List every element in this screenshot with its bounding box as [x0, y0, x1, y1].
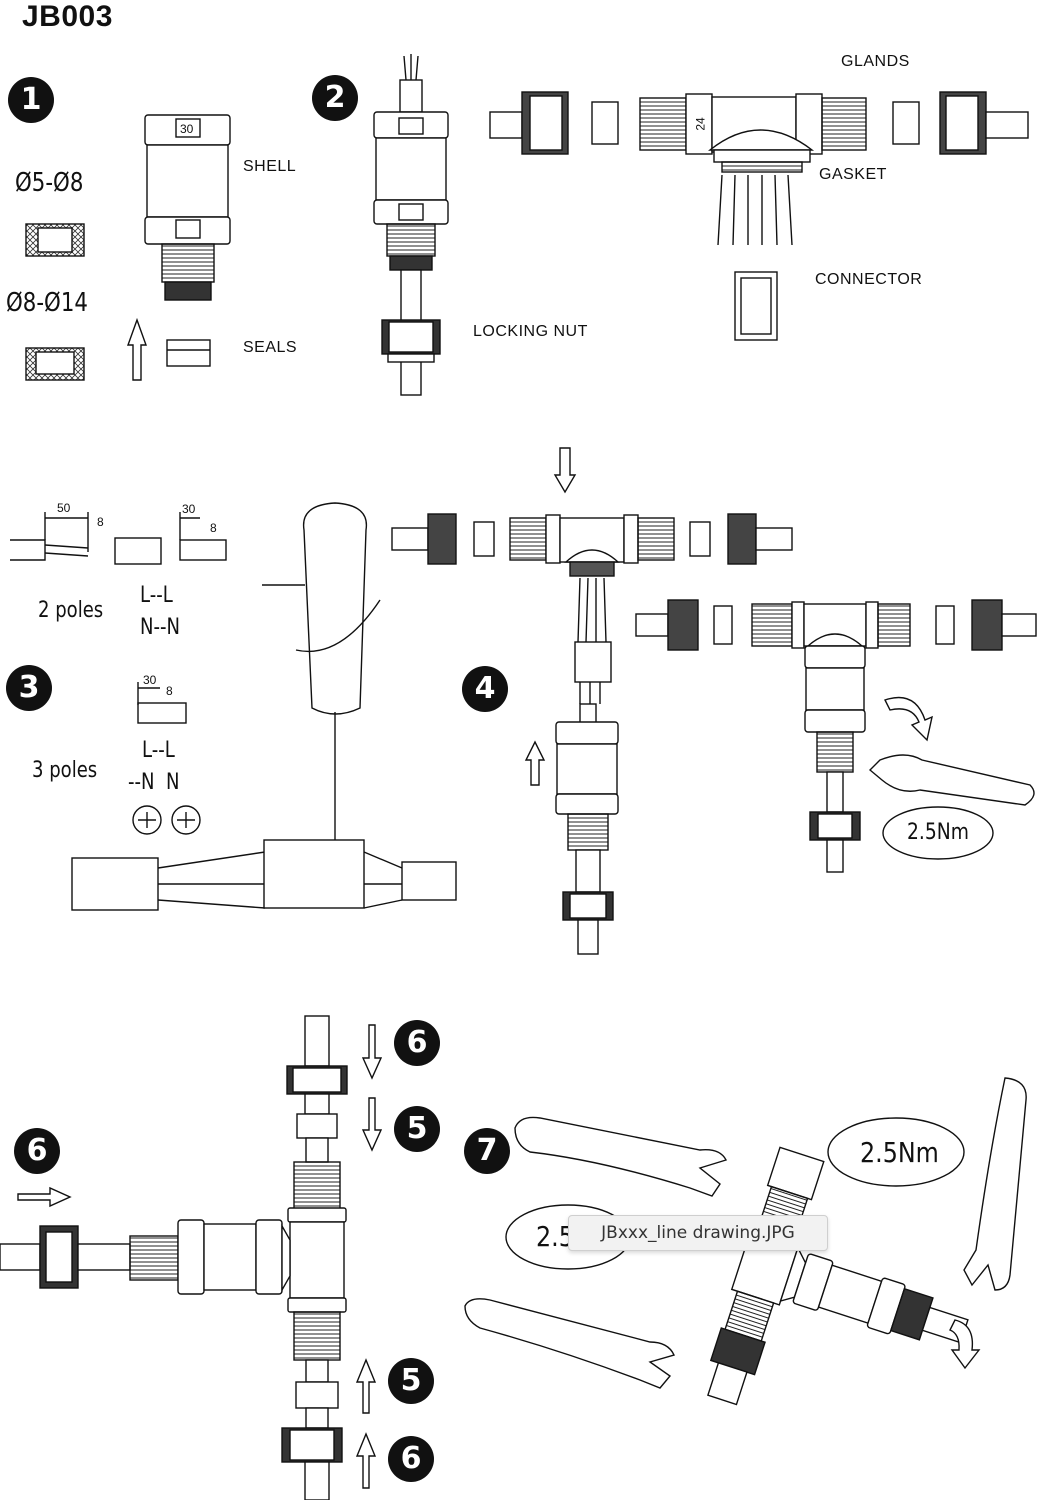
earth-symbols — [132, 805, 201, 835]
rotate-arrow-step7 — [949, 1319, 981, 1370]
step-badge-2: 2 — [312, 75, 358, 121]
wrench-step7-top — [514, 1116, 727, 1197]
seal-insert — [166, 339, 211, 367]
arrow-down-6 — [361, 1024, 383, 1080]
step-badge-5-bottom: 5 — [388, 1358, 434, 1404]
wrench-step7-right — [963, 1077, 1027, 1291]
torque-bubble-2 — [827, 1117, 965, 1187]
arrow-down-5 — [361, 1097, 383, 1152]
torque-value-3: 2.5 — [536, 1220, 574, 1253]
two-poles-n: N--N — [140, 615, 181, 640]
torque-bubble-1 — [882, 806, 994, 860]
label-seals: SEALS — [243, 339, 298, 356]
t-body-top — [489, 91, 1029, 173]
filename-tooltip: JBxxx_line drawing.JPG — [568, 1215, 828, 1251]
three-poles-l: L--L — [142, 738, 175, 763]
torque-value-2: 2.5Nm — [860, 1136, 939, 1169]
screwdriver — [262, 502, 381, 840]
step2-cable — [373, 54, 449, 396]
arrow-up-6 — [355, 1432, 377, 1489]
torque-value-1: 2.5Nm — [907, 820, 969, 845]
diameter-large: Ø8-Ø14 — [6, 288, 88, 318]
crimp-connector — [71, 839, 457, 911]
step-badge-5-top: 5 — [394, 1106, 440, 1152]
wrench-step7-bottom — [464, 1298, 675, 1389]
label-glands: GLANDS — [841, 53, 910, 70]
dim-30b: 30 — [143, 673, 157, 687]
dim-8c: 8 — [166, 684, 173, 698]
arrow-up-5 — [355, 1358, 377, 1414]
t-body-final — [0, 1015, 348, 1500]
two-poles-l: L--L — [140, 583, 173, 608]
step-badge-6-left: 6 — [14, 1128, 60, 1174]
label-gasket: GASKET — [819, 166, 887, 183]
dim-8b: 8 — [210, 521, 217, 535]
step-badge-3: 3 — [6, 665, 52, 711]
dim-30a: 30 — [182, 502, 196, 516]
page-title: JB003 — [22, 0, 113, 33]
arrow-right-6 — [17, 1186, 72, 1208]
t-body-mid — [391, 513, 793, 955]
two-poles-label: 2 poles — [38, 598, 104, 623]
diameter-small: Ø5-Ø8 — [15, 168, 84, 198]
up-arrow — [127, 317, 147, 381]
t-body-step7 — [707, 1146, 969, 1406]
step-badge-6-bottom: 6 — [388, 1436, 434, 1482]
label-locking-nut: LOCKING NUT — [473, 323, 588, 340]
dim-8a: 8 — [97, 515, 104, 529]
connector-block — [734, 271, 778, 341]
dim-50: 50 — [57, 501, 71, 515]
step-badge-4: 4 — [462, 666, 508, 712]
rotate-arrow-step4 — [884, 696, 933, 742]
three-poles-label: 3 poles — [32, 758, 98, 783]
step-badge-7: 7 — [464, 1128, 510, 1174]
seal-large — [25, 347, 85, 381]
strip-diagram — [10, 512, 227, 724]
shell-part — [144, 114, 231, 301]
label-connector: CONNECTOR — [815, 271, 923, 288]
down-arrow — [553, 447, 577, 494]
gasket-wires — [717, 174, 793, 246]
three-poles-n: --N N — [128, 770, 180, 795]
mark-24-gland: 24 — [693, 117, 708, 131]
t-body-right — [635, 599, 1037, 873]
mark-30-shell: 30 — [180, 122, 194, 136]
up-arrow-step4 — [524, 740, 546, 786]
label-shell: SHELL — [243, 158, 297, 175]
wrench-step4 — [868, 754, 1035, 806]
step-badge-1: 1 — [8, 77, 54, 123]
seal-small — [25, 223, 85, 257]
step-badge-6-top: 6 — [394, 1020, 440, 1066]
